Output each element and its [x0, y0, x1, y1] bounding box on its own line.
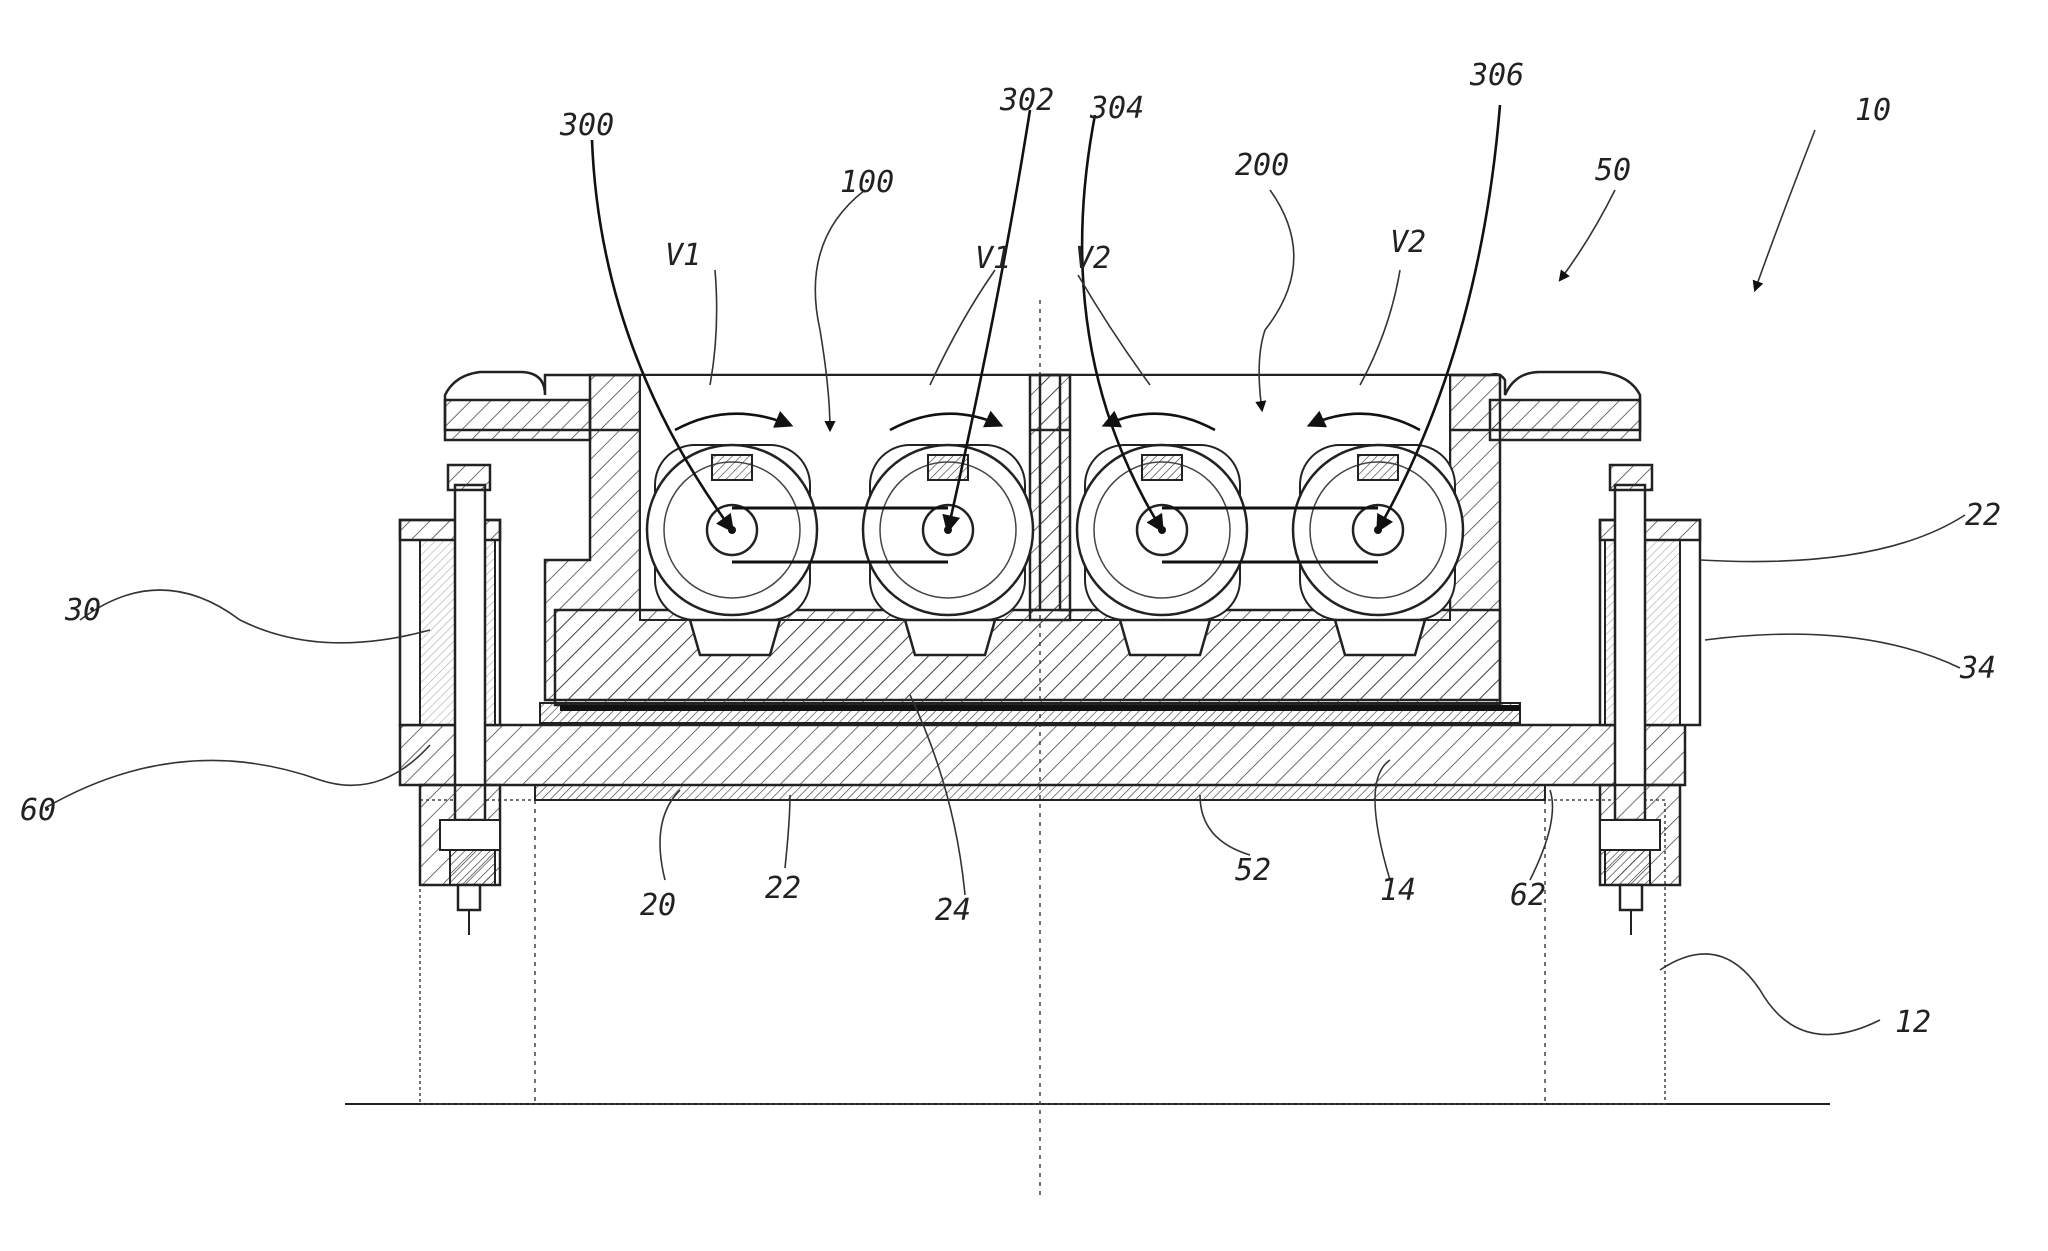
belt-pair-1 [732, 506, 948, 564]
label-10: 10 [1855, 93, 1891, 128]
label-300: 300 [559, 108, 614, 143]
label-v2-a: V2 [1075, 241, 1111, 276]
label-22-right: 22 [1965, 498, 2001, 533]
label-62: 62 [1510, 878, 1546, 913]
label-302: 302 [999, 83, 1054, 118]
label-v1-a: V1 [665, 238, 701, 273]
rotation-arc-v1-b [889, 410, 1004, 432]
label-200: 200 [1235, 148, 1289, 183]
vibrator-motor-2 [861, 443, 1035, 621]
label-100: 100 [840, 165, 894, 200]
vibrator-motor-3 [1075, 443, 1249, 621]
label-306: 306 [1469, 58, 1524, 93]
leader-lines [44, 104, 1966, 1036]
belt-pair-2 [1162, 506, 1378, 564]
platform [398, 723, 1687, 787]
left-column-assembly [398, 463, 502, 935]
label-24: 24 [935, 893, 971, 928]
label-v1-b: V1 [975, 241, 1011, 276]
rotation-arc-v1-a [674, 411, 794, 432]
vibrator-motor-4 [1291, 443, 1465, 621]
label-v2-b: V2 [1390, 225, 1426, 260]
label-304: 304 [1089, 91, 1144, 126]
right-column-assembly [1598, 463, 1702, 935]
rotation-arc-v2-b [1306, 410, 1421, 432]
label-52: 52 [1235, 853, 1271, 888]
lower-plate [534, 784, 1546, 801]
vibrator-motor-1 [645, 443, 819, 621]
base-frame [419, 799, 1666, 1105]
rotation-arc-v2-a [1101, 410, 1216, 432]
label-20: 20 [640, 888, 676, 923]
label-12: 12 [1895, 1005, 1931, 1040]
label-60: 60 [20, 793, 56, 828]
label-30: 30 [64, 593, 101, 628]
label-34: 34 [1959, 651, 1996, 686]
reference-labels: 10 12 14 20 22 22 24 30 34 50 52 60 62 1… [20, 58, 2001, 1040]
label-14: 14 [1380, 873, 1416, 908]
motor-feet [688, 618, 1427, 657]
label-50: 50 [1595, 153, 1631, 188]
label-22-lower: 22 [765, 871, 801, 906]
